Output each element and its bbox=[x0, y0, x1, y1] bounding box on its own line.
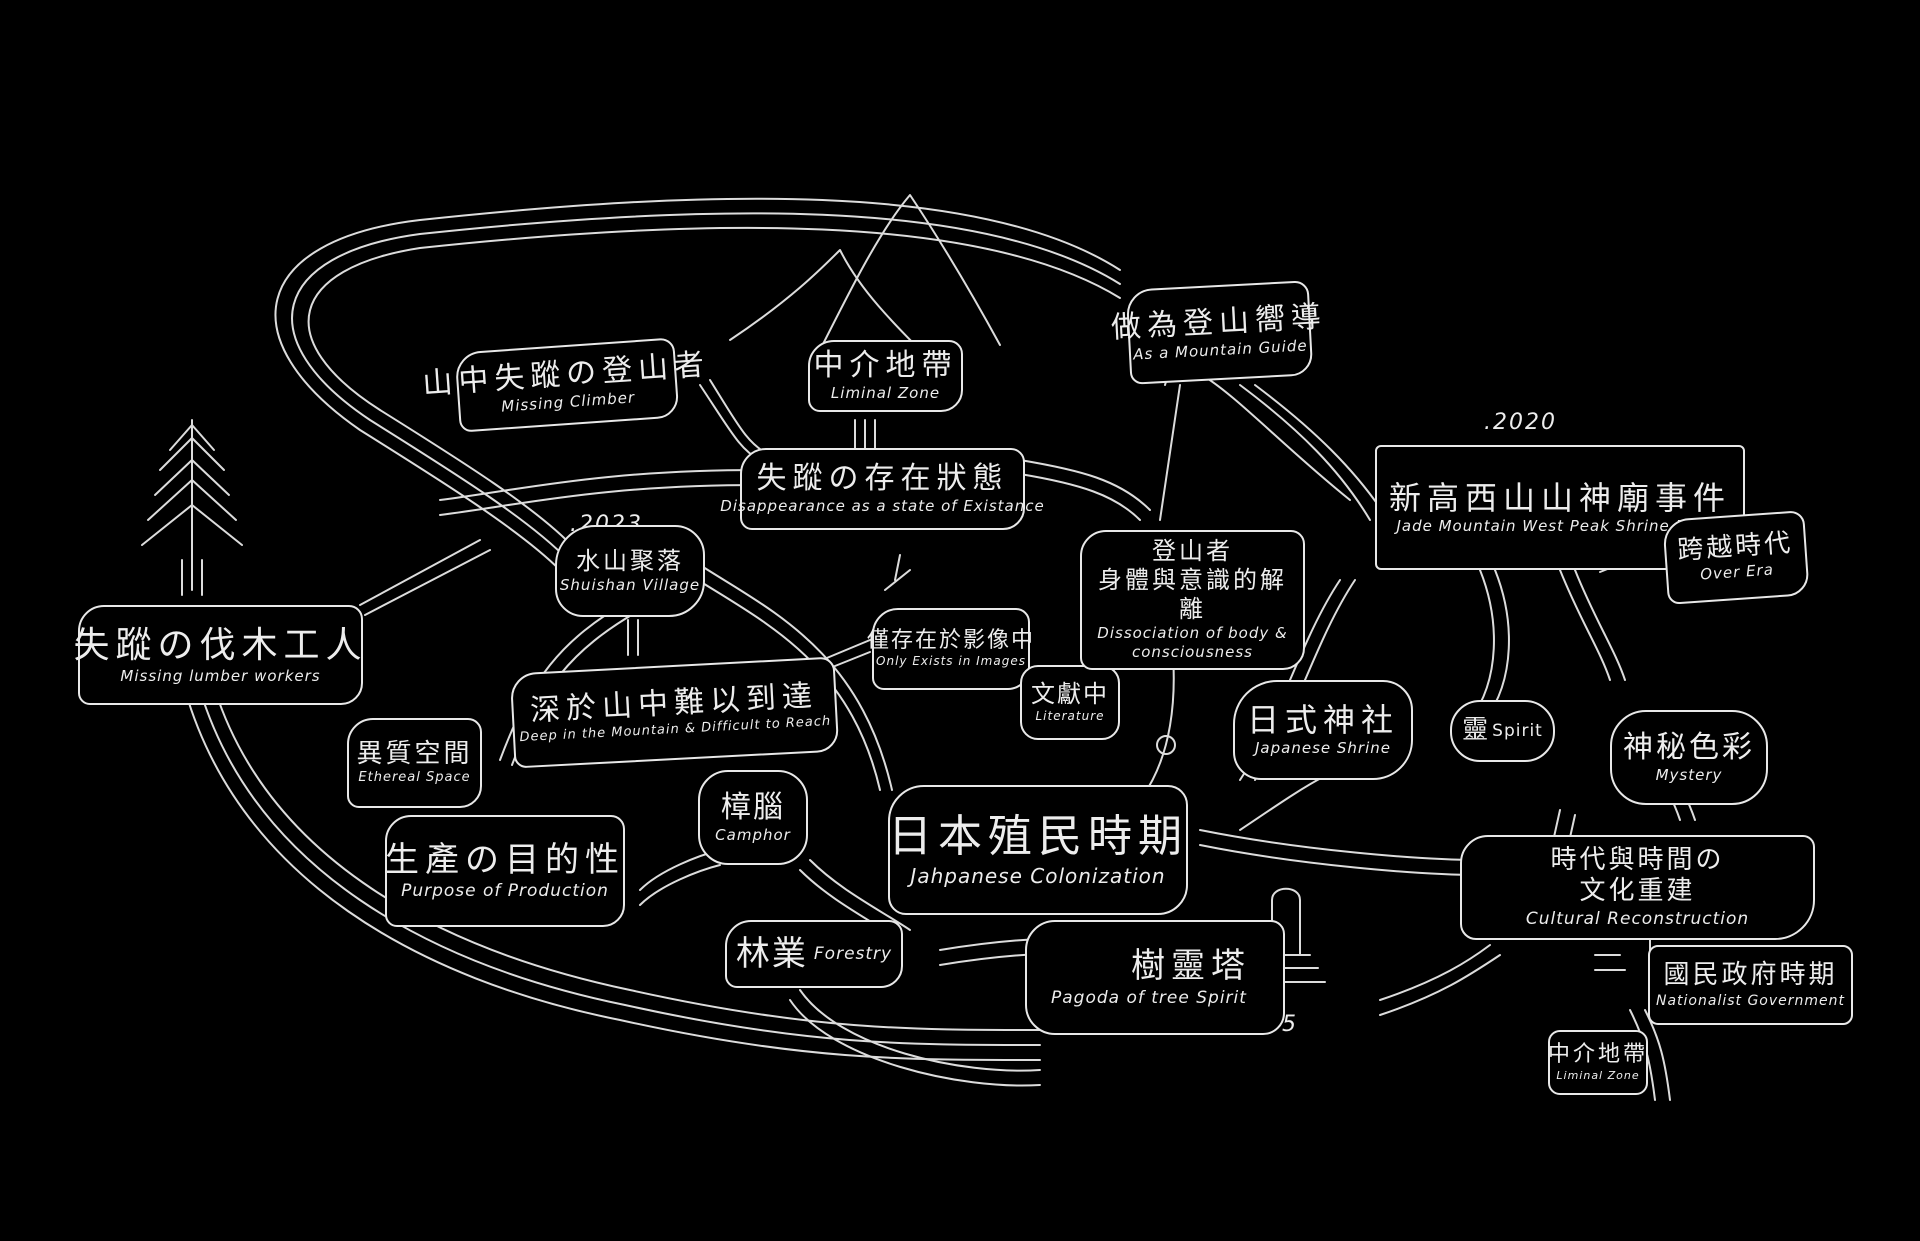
zh-label: 神秘色彩 bbox=[1623, 729, 1755, 765]
en-label: Jade Mountain West Peak Shrine Event bbox=[1396, 516, 1724, 535]
en-label: Only Exists in Images bbox=[876, 654, 1026, 669]
zh-label: 文獻中 bbox=[1031, 680, 1109, 709]
en-label: Spirit bbox=[1492, 720, 1543, 741]
mountain-icon bbox=[729, 194, 1001, 371]
year-2020: .2020 bbox=[1484, 410, 1557, 435]
tree-icon bbox=[141, 419, 243, 596]
node-colonization[interactable]: 日本殖民時期 Jahpanese Colonization bbox=[888, 785, 1188, 915]
zh-label: 時代與時間の 文化重建 bbox=[1550, 845, 1725, 907]
node-ethereal[interactable]: 異質空間 Ethereal Space bbox=[347, 718, 482, 808]
en-label: Dissociation of body & consciousness bbox=[1097, 623, 1288, 662]
zh-label: 登山者 身體與意識的解離 bbox=[1098, 537, 1287, 623]
zh-label: 中介地帶 bbox=[1548, 1042, 1649, 1068]
zh-label: 新高西山山神廟事件 bbox=[1388, 478, 1731, 517]
zh-label: 失蹤の伐木工人 bbox=[73, 624, 368, 666]
node-over-era[interactable]: 跨越時代 Over Era bbox=[1662, 510, 1810, 605]
en-label: Japanese Shrine bbox=[1255, 739, 1391, 758]
en-label: Purpose of Production bbox=[401, 881, 609, 902]
node-shuishan[interactable]: 水山聚落 Shuishan Village bbox=[555, 525, 705, 617]
node-disappearance[interactable]: 失蹤の存在狀態 Disappearance as a state of Exis… bbox=[720, 448, 1044, 530]
en-label: Nationalist Government bbox=[1656, 992, 1846, 1009]
en-label: Over Era bbox=[1699, 560, 1775, 584]
zh-label: 失蹤の存在狀態 bbox=[756, 461, 1009, 497]
node-missing-lumber[interactable]: 失蹤の伐木工人 Missing lumber workers bbox=[74, 605, 363, 705]
zh-label: 國民政府時期 bbox=[1663, 960, 1838, 991]
zh-label: 水山聚落 bbox=[576, 546, 684, 575]
en-label: Missing lumber workers bbox=[120, 666, 321, 685]
en-label: Shuishan Village bbox=[559, 575, 701, 594]
node-camphor[interactable]: 樟腦 Camphor bbox=[698, 770, 808, 865]
node-spirit[interactable]: 靈 Spirit bbox=[1450, 700, 1555, 762]
node-production[interactable]: 生產の目的性 Purpose of Production bbox=[385, 815, 625, 927]
en-label: Pagoda of tree Spirit bbox=[1051, 987, 1247, 1008]
en-label: Jahpanese Colonization bbox=[910, 864, 1166, 889]
node-deep-mountain[interactable]: 深於山中難以到達 Deep in the Mountain & Difficul… bbox=[509, 656, 840, 769]
en-label: Liminal Zone bbox=[830, 384, 941, 403]
en-label: Ethereal Space bbox=[358, 770, 471, 786]
zh-label: 靈 bbox=[1462, 715, 1489, 746]
en-label: Liminal Zone bbox=[1556, 1068, 1640, 1082]
node-mystery[interactable]: 神秘色彩 Mystery bbox=[1610, 710, 1768, 805]
node-only-images[interactable]: 僅存在於影像中 Only Exists in Images bbox=[867, 608, 1033, 690]
zh-label: 日式神社 bbox=[1246, 701, 1399, 740]
zh-label: 異質空間 bbox=[356, 738, 473, 769]
en-label: Disappearance as a state of Existance bbox=[720, 497, 1045, 516]
en-label: Mystery bbox=[1655, 765, 1723, 784]
en-label: Cultural Reconstruction bbox=[1525, 908, 1750, 929]
en-label: Camphor bbox=[715, 825, 791, 844]
node-missing-climber[interactable]: 山中失蹤の登山者 Missing Climber bbox=[421, 337, 711, 433]
zh-label: 跨越時代 bbox=[1676, 528, 1795, 567]
node-mountain-guide[interactable]: 做為登山嚮導 As a Mountain Guide bbox=[1110, 280, 1328, 385]
en-label: Forestry bbox=[813, 943, 893, 964]
node-forestry[interactable]: 林業 Forestry bbox=[725, 920, 903, 988]
node-dissociation[interactable]: 登山者 身體與意識的解離 Dissociation of body & cons… bbox=[1080, 530, 1305, 670]
node-japanese-shrine[interactable]: 日式神社 Japanese Shrine bbox=[1233, 680, 1413, 780]
zh-label: 中介地帶 bbox=[813, 348, 958, 384]
circle-dot-icon bbox=[1156, 735, 1176, 755]
zh-label: 樟腦 bbox=[721, 789, 785, 825]
node-pagoda[interactable]: 樹靈塔 Pagoda of tree Spirit bbox=[1025, 920, 1285, 1035]
zh-label: 僅存在於影像中 bbox=[867, 628, 1036, 653]
zh-label: 樹靈塔 bbox=[1131, 946, 1251, 987]
en-label: Literature bbox=[1035, 709, 1105, 724]
node-nationalist[interactable]: 國民政府時期 Nationalist Government bbox=[1648, 945, 1853, 1025]
node-liminal-zone[interactable]: 中介地帶 Liminal Zone bbox=[808, 340, 963, 412]
zh-label: 林業 bbox=[735, 933, 808, 974]
node-literature[interactable]: 文獻中 Literature bbox=[1020, 665, 1120, 740]
zh-label: 生產の目的性 bbox=[385, 839, 625, 880]
node-liminal-small[interactable]: 中介地帶 Liminal Zone bbox=[1548, 1030, 1648, 1095]
zh-label: 日本殖民時期 bbox=[888, 810, 1188, 862]
node-cultural[interactable]: 時代與時間の 文化重建 Cultural Reconstruction bbox=[1460, 835, 1815, 940]
